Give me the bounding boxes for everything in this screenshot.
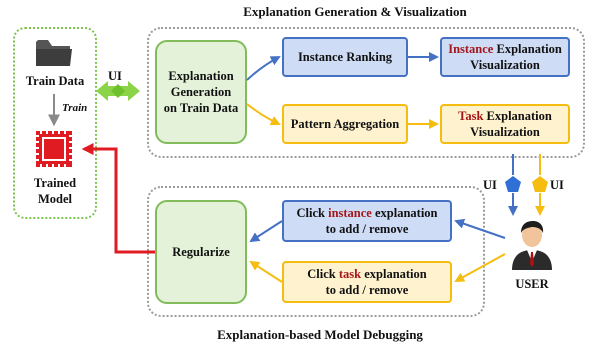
click-instance-post: explanation xyxy=(371,205,438,220)
instance-visualization-box[interactable]: Instance Explanation Visualization xyxy=(440,37,570,77)
ui-label-left: UI xyxy=(108,69,122,83)
yellow-ui-pentagon xyxy=(532,176,548,192)
bottom-section-title: Explanation-based Model Debugging xyxy=(217,327,423,342)
blue-ui-pentagon xyxy=(505,176,521,192)
regularize-box[interactable]: Regularize xyxy=(155,200,247,304)
instance-visualization-rest: Explanation xyxy=(493,41,562,56)
folder-icon xyxy=(36,40,72,66)
task-visualization-box[interactable]: Task Explanation Visualization xyxy=(440,104,570,144)
click-instance-highlight: instance xyxy=(328,205,372,220)
task-visualization-highlight: Task xyxy=(458,108,484,123)
instance-visualization-highlight: Instance xyxy=(448,41,494,56)
training-panel-frame xyxy=(13,27,97,219)
user-label: USER xyxy=(515,277,549,291)
instance-ranking-box[interactable]: Instance Ranking xyxy=(282,37,408,77)
instance-visualization-line2: Visualization xyxy=(470,58,540,72)
top-section-title: Explanation Generation & Visualization xyxy=(243,4,467,19)
explanation-generation-box[interactable]: Explanation Generation on Train Data xyxy=(155,40,247,144)
click-task-box[interactable]: Click task explanation to add / remove xyxy=(282,261,452,303)
task-visualization-line2: Visualization xyxy=(470,125,540,139)
explanation-generation-line1: Explanation xyxy=(168,68,234,83)
model-chip-icon xyxy=(35,130,73,168)
trained-model-line2: Model xyxy=(37,191,73,206)
click-instance-pre: Click xyxy=(296,205,329,220)
click-task-line2: to add / remove xyxy=(325,283,409,297)
task-visualization-rest: Explanation xyxy=(483,108,552,123)
pattern-aggregation-box[interactable]: Pattern Aggregation xyxy=(282,104,408,144)
trained-model-line1: Trained xyxy=(33,176,77,190)
click-task-post: explanation xyxy=(361,266,427,281)
ui-label-blue: UI xyxy=(483,178,497,192)
explanation-generation-line3: on Train Data xyxy=(163,101,239,116)
explanation-generation-frame xyxy=(147,27,585,158)
ui-label-yellow: UI xyxy=(550,178,564,192)
train-data-label: Train Data xyxy=(25,74,85,88)
click-instance-box[interactable]: Click instance explanation to add / remo… xyxy=(282,200,452,242)
click-task-highlight: task xyxy=(338,266,362,281)
user-avatar-icon xyxy=(512,221,552,270)
train-arrow-label: Train xyxy=(62,102,88,114)
explanation-generation-line2: Generation xyxy=(170,84,232,99)
click-task-pre: Click xyxy=(307,266,339,281)
trained-model-label: Trained Model xyxy=(13,176,97,207)
click-instance-line2: to add / remove xyxy=(325,222,409,236)
